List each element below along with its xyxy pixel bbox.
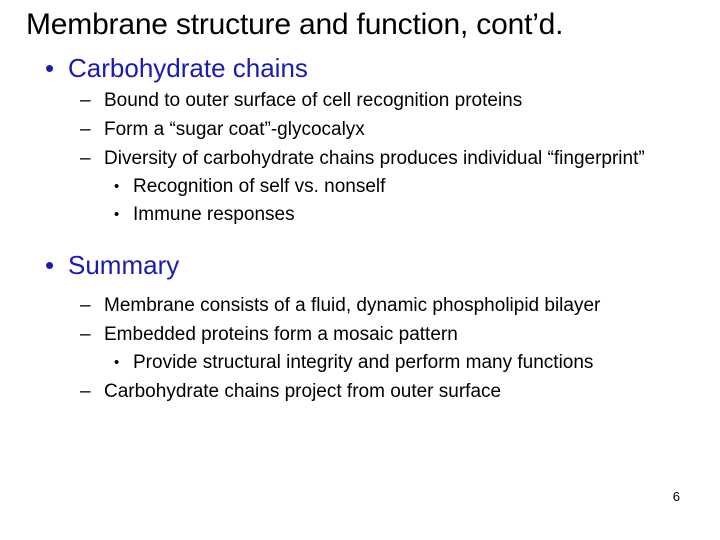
page-title: Membrane structure and function, cont’d. [26, 8, 564, 41]
list-item-label: Embedded proteins form a mosaic pattern [104, 324, 458, 345]
list-item: – Embedded proteins form a mosaic patter… [0, 322, 720, 347]
bullet-level2-dash-icon: – [80, 295, 91, 316]
list-item-label: Provide structural integrity and perform… [133, 352, 594, 373]
list-item: – Bound to outer surface of cell recogni… [0, 88, 720, 113]
section-heading-summary: • Summary [0, 249, 720, 281]
bullet-level2-dash-icon: – [80, 381, 91, 402]
bullet-level2-dash-icon: – [80, 90, 91, 111]
list-item-label: Recognition of self vs. nonself [133, 176, 386, 197]
page-number: 6 [672, 489, 680, 504]
bullet-level3-icon: • [114, 206, 120, 223]
bullet-level2-dash-icon: – [80, 119, 91, 140]
section-heading-label: Summary [68, 250, 180, 280]
bullet-level1-icon: • [45, 250, 55, 280]
list-item: – Form a “sugar coat”-glycocalyx [0, 117, 720, 142]
list-item: – Membrane consists of a fluid, dynamic … [0, 293, 720, 318]
list-item-label: Membrane consists of a fluid, dynamic ph… [104, 295, 601, 316]
list-item-label: Immune responses [133, 204, 295, 225]
section-spacer [0, 283, 720, 289]
bullet-level2-dash-icon: – [80, 148, 91, 169]
bullet-level1-icon: • [45, 53, 55, 83]
section-heading-label: Carbohydrate chains [68, 53, 308, 83]
bullet-level2-dash-icon: – [80, 324, 91, 345]
list-item-label: Carbohydrate chains project from outer s… [104, 381, 502, 402]
list-item-label: Bound to outer surface of cell recogniti… [104, 90, 523, 111]
list-item: • Recognition of self vs. nonself [0, 174, 720, 199]
list-item: • Immune responses [0, 202, 720, 227]
list-item: • Provide structural integrity and perfo… [0, 350, 720, 375]
section-heading-carbohydrate-chains: • Carbohydrate chains [0, 52, 720, 84]
list-item-label: Form a “sugar coat”-glycocalyx [104, 119, 365, 140]
list-item-label: Diversity of carbohydrate chains produce… [104, 148, 645, 169]
list-item: – Carbohydrate chains project from outer… [0, 379, 720, 404]
section-spacer [0, 227, 720, 249]
bullet-level3-icon: • [114, 354, 120, 371]
slide-body: • Carbohydrate chains – Bound to outer s… [0, 52, 720, 404]
list-item: – Diversity of carbohydrate chains produ… [0, 146, 720, 171]
bullet-level3-icon: • [114, 178, 120, 195]
